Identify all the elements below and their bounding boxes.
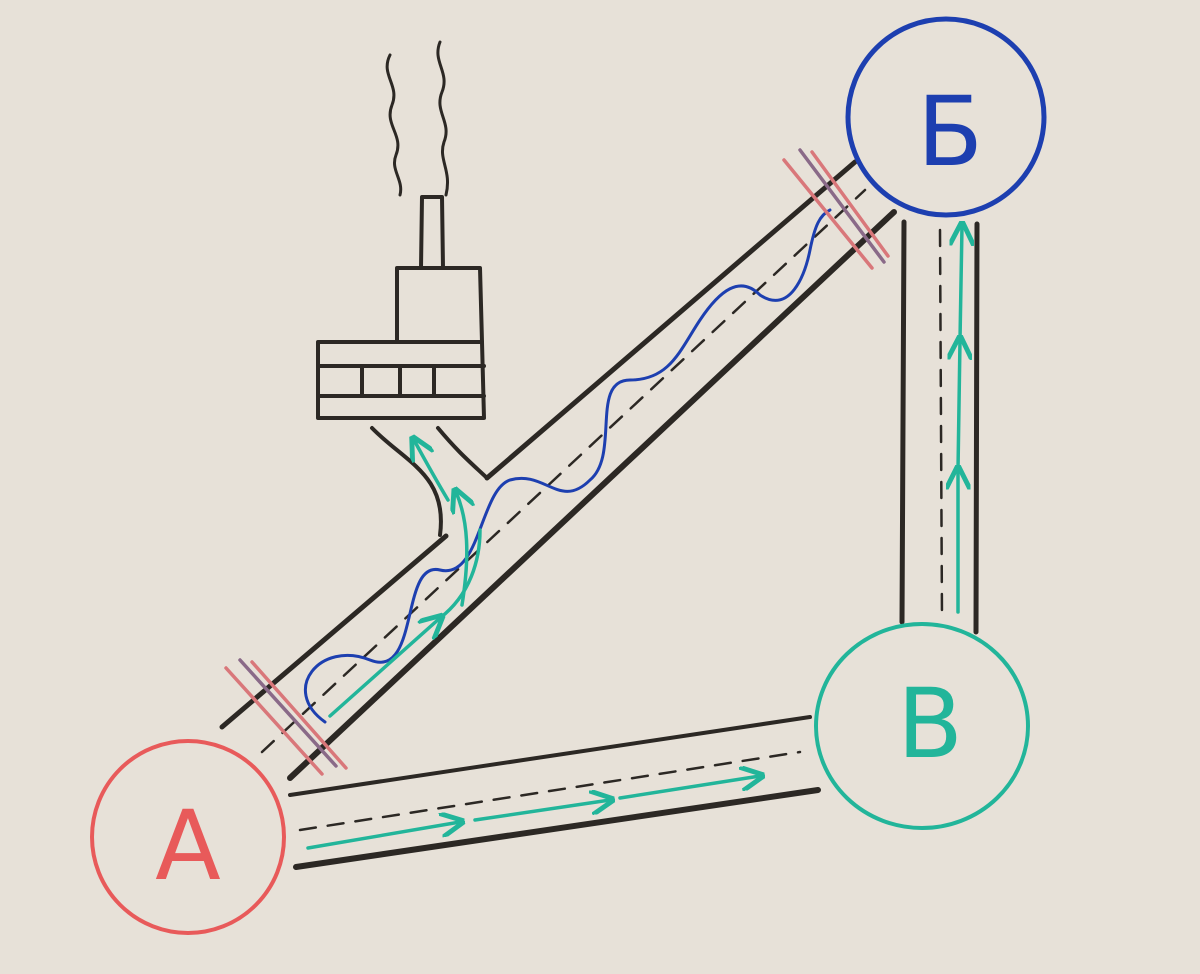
node-b: Б <box>845 16 1047 218</box>
node-a: А <box>90 739 286 935</box>
node-v: В <box>814 622 1030 830</box>
node-v-label: В <box>897 668 963 780</box>
hatch-marks-a <box>224 658 348 776</box>
flow-arrows-v-b <box>958 226 962 614</box>
smoke-icon <box>385 40 449 197</box>
road-a-v <box>288 715 821 870</box>
flow-arrows-diagonal <box>328 440 482 718</box>
node-b-label: Б <box>917 76 983 188</box>
node-b-circle <box>845 16 1047 218</box>
hatch-marks-b <box>782 148 890 270</box>
node-a-circle <box>90 739 286 935</box>
pollution-wave <box>303 208 832 724</box>
diagonal-road <box>219 159 897 781</box>
node-v-circle <box>814 622 1030 830</box>
factory-icon <box>316 40 489 537</box>
road-v-b <box>899 219 980 635</box>
node-a-label: А <box>155 790 221 902</box>
flow-arrows-a-v <box>306 776 760 850</box>
